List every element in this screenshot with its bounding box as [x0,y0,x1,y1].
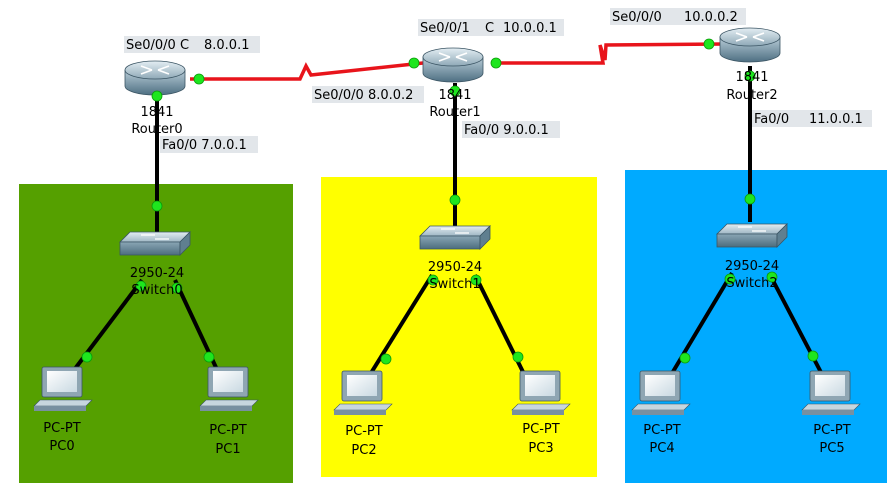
router-arrows-icon [438,52,468,62]
pc1[interactable] [199,366,259,411]
router1-name: Router1 [429,105,480,120]
pc0-name: PC0 [49,439,74,454]
port-dot [171,282,183,294]
port-dot [151,90,163,102]
r0-serial-ip: 8.0.0.1 [204,38,249,53]
pc2-name: PC2 [351,443,376,458]
r0-fa-label: Fa0/0 7.0.0.1 [162,138,247,153]
label-bg [418,19,564,36]
port-dot [724,273,736,285]
port-dot [679,352,691,364]
switch0-model: 2950-24 [130,266,184,281]
port-dot [490,57,502,69]
port-dot [744,193,756,205]
label-bg [312,86,424,103]
port-dot [766,271,778,283]
r1-serial0-label: Se0/0/0 8.0.0.2 [314,88,413,103]
r2-fa-ip: 11.0.0.1 [809,112,863,127]
r2-serial-label: Se0/0/0 [612,10,662,25]
pc3-name: PC3 [528,441,553,456]
router1[interactable] [422,47,484,83]
pc4-model: PC-PT [643,423,680,438]
r1-fa-label: Fa0/0 9.0.0.1 [464,123,549,138]
pc1-model: PC-PT [209,423,246,438]
label-bg [160,136,258,153]
port-dot [203,351,215,363]
pc3[interactable] [511,370,571,415]
pc1-name: PC1 [215,442,240,457]
switch2-name: Switch2 [726,276,777,291]
link-switch2-pc4[interactable] [666,271,734,382]
port-dot [408,57,420,69]
router-arrows-icon [140,65,170,75]
label-bg [124,36,260,53]
switch1[interactable] [419,225,491,250]
label-bg [610,8,746,25]
router-arrows-icon [735,32,765,42]
router1-model: 1841 [438,88,471,103]
pc3-model: PC-PT [522,422,559,437]
label-bg [462,121,560,138]
router0[interactable] [124,60,186,96]
zone-right [625,170,887,483]
r2-serial-ip: 10.0.0.2 [684,10,738,25]
port-dot [81,351,93,363]
pc5[interactable] [801,370,861,415]
port-dot [449,85,461,97]
router2-name: Router2 [726,88,777,103]
port-dot [807,350,819,362]
switch2[interactable] [716,223,788,248]
r0-serial-label: Se0/0/0 C [126,38,189,53]
port-status-dots [81,38,819,365]
pc5-name: PC5 [819,441,844,456]
link-switch1-pc2[interactable] [364,273,434,383]
pc4[interactable] [631,370,691,415]
router0-model: 1841 [140,105,173,120]
r1-serial1-clock: C [485,21,494,36]
port-dot [703,38,715,50]
link-switch2-pc5[interactable] [767,272,827,381]
port-dot [470,274,482,286]
switch0-name: Switch0 [131,283,182,298]
link-switch1-pc3[interactable] [473,274,529,381]
label-bg [752,110,872,127]
switch1-model: 2950-24 [428,260,482,275]
router2[interactable] [719,27,781,63]
port-dot [512,351,524,363]
port-dot [135,280,147,292]
router2-model: 1841 [735,70,768,85]
router0-name: Router0 [131,122,182,137]
link-switch0-pc0[interactable] [66,278,144,380]
switch0[interactable] [119,231,191,256]
pc2-model: PC-PT [345,424,382,439]
r2-fa-label: Fa0/0 [754,112,789,127]
port-dot [193,73,205,85]
port-dot [380,353,392,365]
pc0-model: PC-PT [43,421,80,436]
switch2-model: 2950-24 [725,259,779,274]
pc5-model: PC-PT [813,423,850,438]
serial-link-r0-r1[interactable] [190,61,424,81]
port-dot [151,200,163,212]
port-dot [744,70,756,82]
pc4-name: PC4 [649,441,674,456]
port-dot [427,274,439,286]
serial-link-r1-r2[interactable] [491,42,725,65]
pc0[interactable] [33,366,93,411]
r1-serial1-label: Se0/0/1 [420,21,470,36]
r1-serial1-ip: 10.0.0.1 [503,21,557,36]
port-dot [449,194,461,206]
pc2[interactable] [333,370,393,415]
switch1-name: Switch1 [429,277,480,292]
